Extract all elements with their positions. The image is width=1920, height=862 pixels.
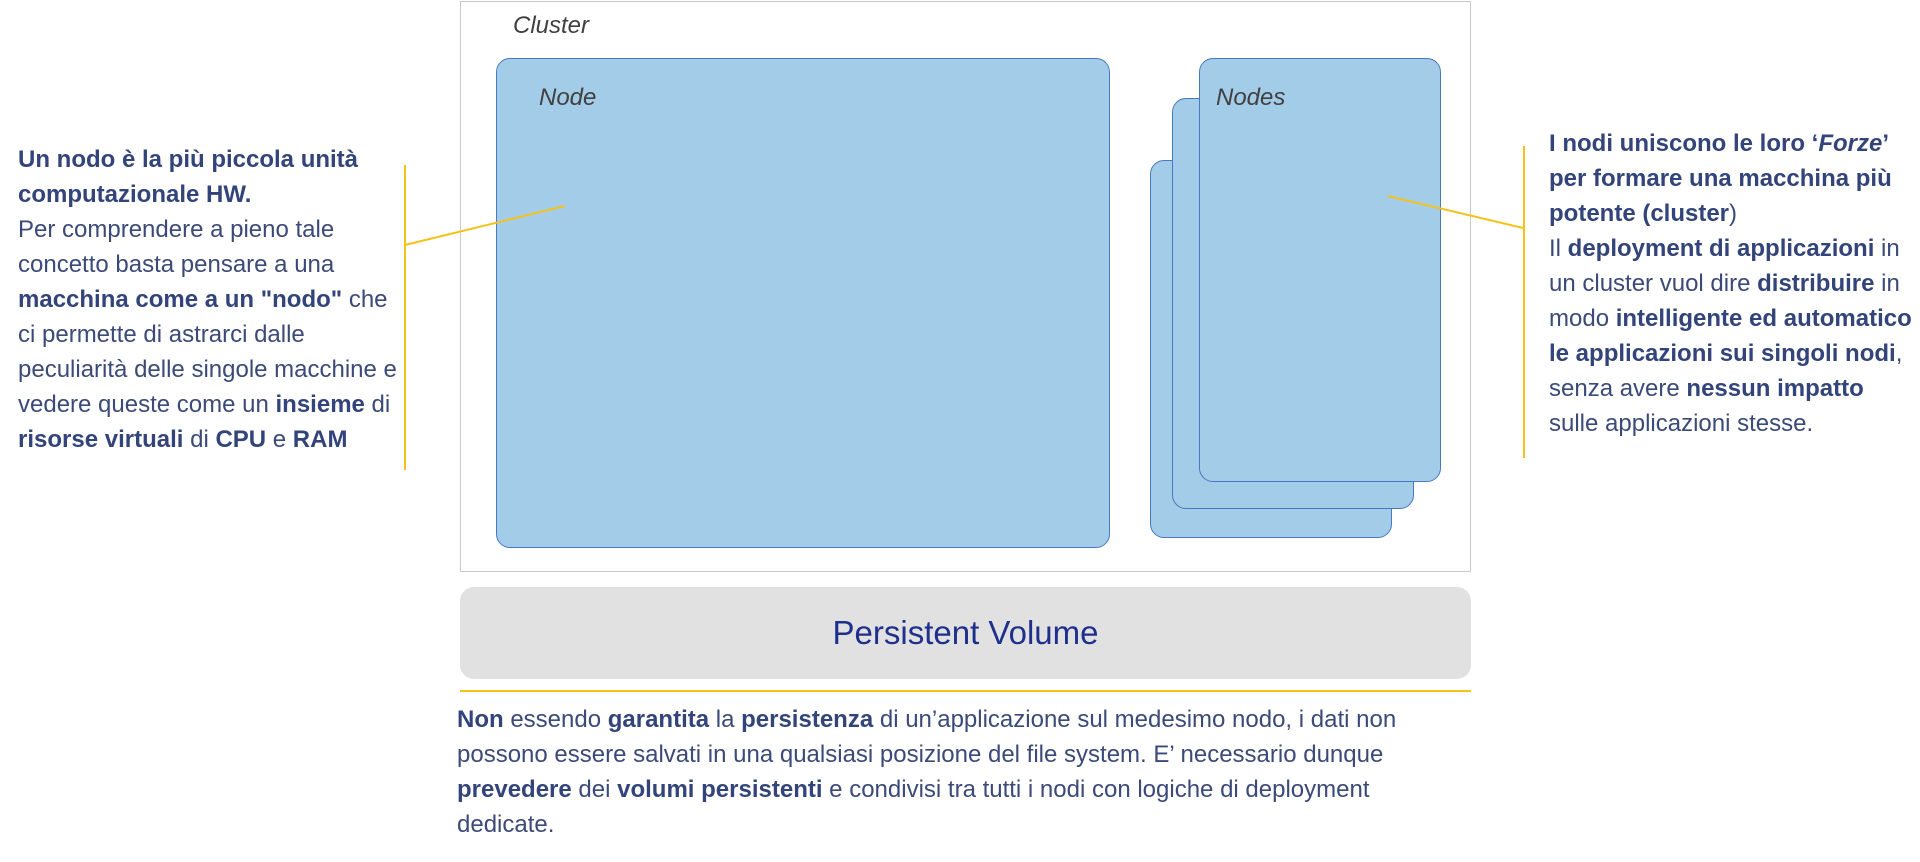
right-callout-seg7: in un cluster vuol dire <box>1549 235 1900 297</box>
right-callout-seg6: deployment di applicazioni <box>1567 235 1875 262</box>
right-callout-seg10: intelligente ed automatico le applicazio… <box>1549 305 1912 367</box>
left-callout-seg2: macchina come a un "nodo" <box>18 286 343 313</box>
bottom-seg5: persistenza <box>741 706 874 733</box>
right-callout-seg12: nessun impatto <box>1686 375 1864 402</box>
bottom-seg9: volumi persistenti <box>617 776 823 803</box>
left-callout-seg10: RAM <box>292 426 348 453</box>
bottom-seg2: essendo <box>503 706 608 733</box>
left-callout-seg8: CPU <box>215 426 267 453</box>
left-callout-title-line2: computazionale HW. <box>18 181 252 208</box>
persistent-volume-label: Persistent Volume <box>832 614 1099 651</box>
right-callout-seg13: sulle applicazioni stesse. <box>1549 410 1814 437</box>
nodes-stack-front <box>1199 58 1441 482</box>
left-callout-seg7: di <box>183 426 216 453</box>
nodes-label: Nodes <box>1216 84 1286 111</box>
bottom-seg10: e condivisi tra tutti i nodi con logiche… <box>457 776 1370 838</box>
node-label: Node <box>539 84 597 111</box>
bottom-description-text: Non essendo garantita la persistenza di … <box>457 702 1467 842</box>
right-callout-seg3: ’ per formare una macchina più potente (… <box>1549 130 1892 227</box>
right-callout-seg1: I nodi uniscono le loro ‘ <box>1549 130 1819 157</box>
right-callout-seg8: distribuire <box>1757 270 1875 297</box>
right-callout-seg2: Forze <box>1818 130 1883 157</box>
cluster-label: Cluster <box>513 12 590 39</box>
node-box <box>496 58 1110 548</box>
left-callout-text: Un nodo è la più piccola unità computazi… <box>18 142 398 457</box>
right-callout-text: I nodi uniscono le loro ‘Forze’ per form… <box>1549 126 1915 441</box>
right-callout-seg9: in modo <box>1549 270 1900 332</box>
left-callout-seg3: che ci permette di astrarci dalle peculi… <box>18 286 397 418</box>
bottom-seg6: di un’applicazione sul medesimo nodo, i … <box>457 706 1397 768</box>
bottom-seg7: prevedere <box>457 776 572 803</box>
left-callout-seg6: risorse virtuali <box>18 426 184 453</box>
bottom-seg4: la <box>709 706 742 733</box>
left-callout-title-line1: Un nodo è la più piccola unità <box>18 146 359 173</box>
bottom-seg8: dei <box>571 776 618 803</box>
right-callout-seg4: ) <box>1729 200 1738 227</box>
bottom-seg3: garantita <box>607 706 710 733</box>
bottom-seg1: Non <box>457 706 504 733</box>
persistent-volume-divider <box>460 690 1471 692</box>
persistent-volume-box: Persistent Volume <box>460 587 1471 679</box>
right-callout-seg5: Il <box>1549 235 1568 262</box>
left-callout-seg9: e <box>266 426 293 453</box>
left-callout-seg1: Per comprendere a pieno tale concetto ba… <box>18 216 335 278</box>
left-callout-seg4: insieme <box>275 391 365 418</box>
right-callout-bracket <box>1523 146 1525 458</box>
left-callout-bracket <box>404 165 406 470</box>
right-callout-seg11: , senza avere <box>1549 340 1903 402</box>
left-callout-seg5: di <box>364 391 391 418</box>
